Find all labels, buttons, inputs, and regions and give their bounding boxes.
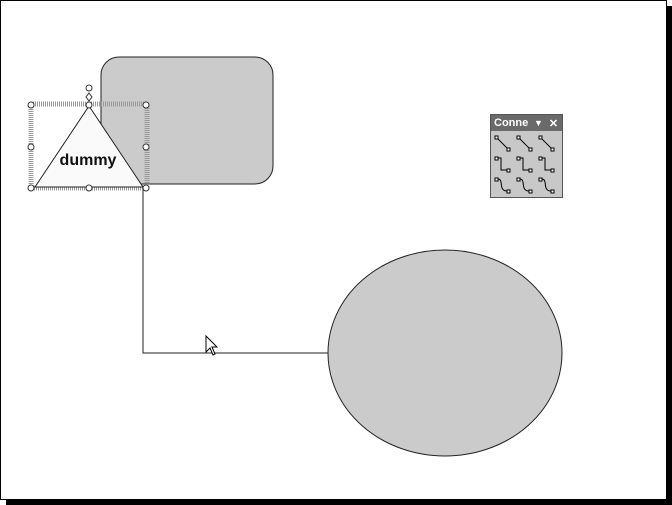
curved-double-arrow-connector-button[interactable] [536,175,558,196]
straight-arrow-connector-button[interactable] [514,133,536,154]
elbow-double-arrow-connector-button[interactable] [536,154,558,175]
ellipse-shape[interactable] [327,249,563,457]
page-shadow-bottom [6,500,672,505]
page-shadow-right [667,6,672,505]
elbow-connector-button[interactable] [492,154,514,175]
curved-connector-button[interactable] [492,175,514,196]
rounded-rectangle-shape[interactable] [100,56,274,185]
connectors-toolbar[interactable]: Conne ▼ ✕ [490,114,563,198]
straight-double-arrow-connector-button[interactable] [536,133,558,154]
close-icon[interactable]: ✕ [548,117,559,130]
mouse-cursor-icon [205,334,219,356]
resize-handles[interactable] [27,101,150,192]
toolbar-title-bar[interactable]: Conne ▼ ✕ [491,115,562,131]
chevron-down-icon[interactable]: ▼ [534,118,543,128]
elbow-arrow-connector-button[interactable] [514,154,536,175]
straight-connector-button[interactable] [492,133,514,154]
triangle-label: dummy [60,152,117,169]
rotate-handle[interactable] [85,84,93,92]
toolbar-title: Conne [494,117,529,129]
adjust-handle[interactable] [85,92,93,102]
curved-arrow-connector-button[interactable] [514,175,536,196]
